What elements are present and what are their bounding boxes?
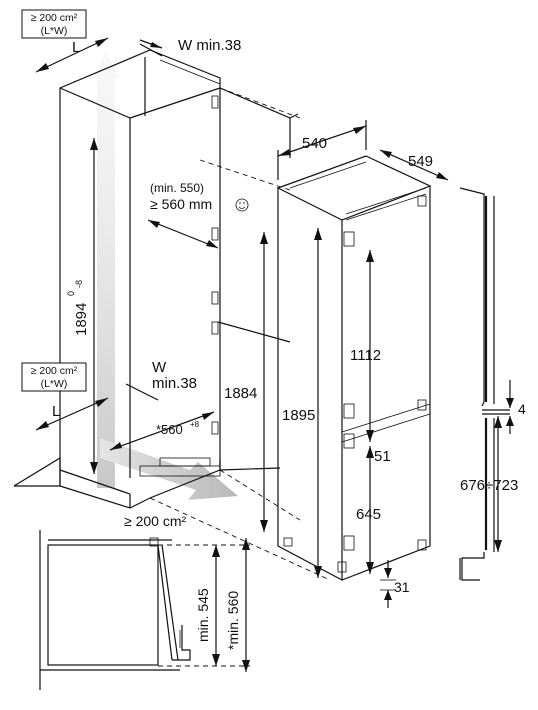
dim-top-width: W min.38 — [139, 37, 241, 57]
top-area-note: ≥ 200 cm² (L*W) — [21, 9, 87, 39]
label-niche-height-tol2: -8 — [74, 280, 84, 288]
label-51: 51 — [374, 448, 391, 465]
top-area-note-line1: ≥ 200 cm² — [31, 12, 78, 24]
appliance-drawing — [276, 155, 432, 581]
dim-bottom-length: L — [35, 397, 109, 431]
dim-1884: 1884 — [224, 232, 268, 532]
dim-676-723: 676÷723 — [460, 416, 518, 552]
label-min-545: min. 545 — [195, 588, 211, 642]
label-l-bottom: L — [52, 403, 60, 420]
top-area-note-line2: (L*W) — [41, 25, 68, 37]
mid-area-note: ≥ 200 cm² (L*W) — [21, 362, 87, 392]
smiley-icon — [235, 198, 249, 212]
dim-top-length: L — [35, 37, 109, 73]
label-min-560: *min. 560 — [225, 591, 241, 650]
mid-area-note-line1: ≥ 200 cm² — [31, 365, 78, 377]
dim-645: 645 — [356, 446, 381, 574]
label-w-bottom-1: W — [152, 359, 167, 376]
label-1112: 1112 — [350, 347, 381, 364]
label-bottom-vent: ≥ 200 cm² — [124, 513, 186, 529]
label-depth-549: 549 — [408, 153, 433, 170]
dim-niche-width-bottom: *560 +8 — [109, 411, 215, 451]
dim-min-560: *min. 560 — [225, 538, 250, 672]
label-676-723: 676÷723 — [460, 477, 518, 494]
door-profile-drawing — [459, 187, 510, 581]
mid-area-note-line2: (L*W) — [41, 378, 68, 390]
label-min-550: (min. 550) — [150, 181, 204, 195]
label-w-min-top: W min.38 — [178, 37, 241, 54]
dim-niche-height: 1894 0 -8 — [66, 138, 98, 474]
label-1884: 1884 — [224, 385, 257, 402]
airflow-arrow-right-icon — [100, 438, 238, 500]
dim-min-545: min. 545 — [195, 545, 220, 666]
label-31: 31 — [394, 579, 410, 595]
label-niche-height-tol: 0 — [66, 291, 76, 296]
label-1895: 1895 — [282, 407, 315, 424]
label-width-540: 540 — [302, 135, 327, 152]
label-560-bottom: *560 — [156, 422, 183, 437]
niche-drawing — [13, 49, 331, 581]
dim-niche-depth: (min. 550) ≥ 560 mm — [147, 181, 249, 249]
dim-1895: 1895 — [282, 228, 322, 578]
label-l-top: L — [72, 39, 80, 56]
airflow-arrow-up-icon — [92, 52, 120, 488]
dim-1112: 1112 — [350, 250, 381, 442]
plan-detail-drawing — [39, 530, 250, 690]
label-645: 645 — [356, 506, 381, 523]
dim-4: 4 — [506, 380, 526, 434]
label-4: 4 — [518, 401, 526, 417]
dim-540: 540 — [277, 120, 367, 180]
dim-549: 549 — [379, 149, 449, 181]
label-w-bottom-2: min.38 — [152, 375, 197, 392]
label-560: ≥ 560 mm — [150, 196, 212, 212]
dim-bottom-width: W min.38 — [125, 359, 197, 401]
label-560-bottom-tol: +8 — [190, 420, 200, 429]
dim-31: 31 — [380, 560, 410, 608]
label-niche-height: 1894 — [73, 303, 90, 336]
